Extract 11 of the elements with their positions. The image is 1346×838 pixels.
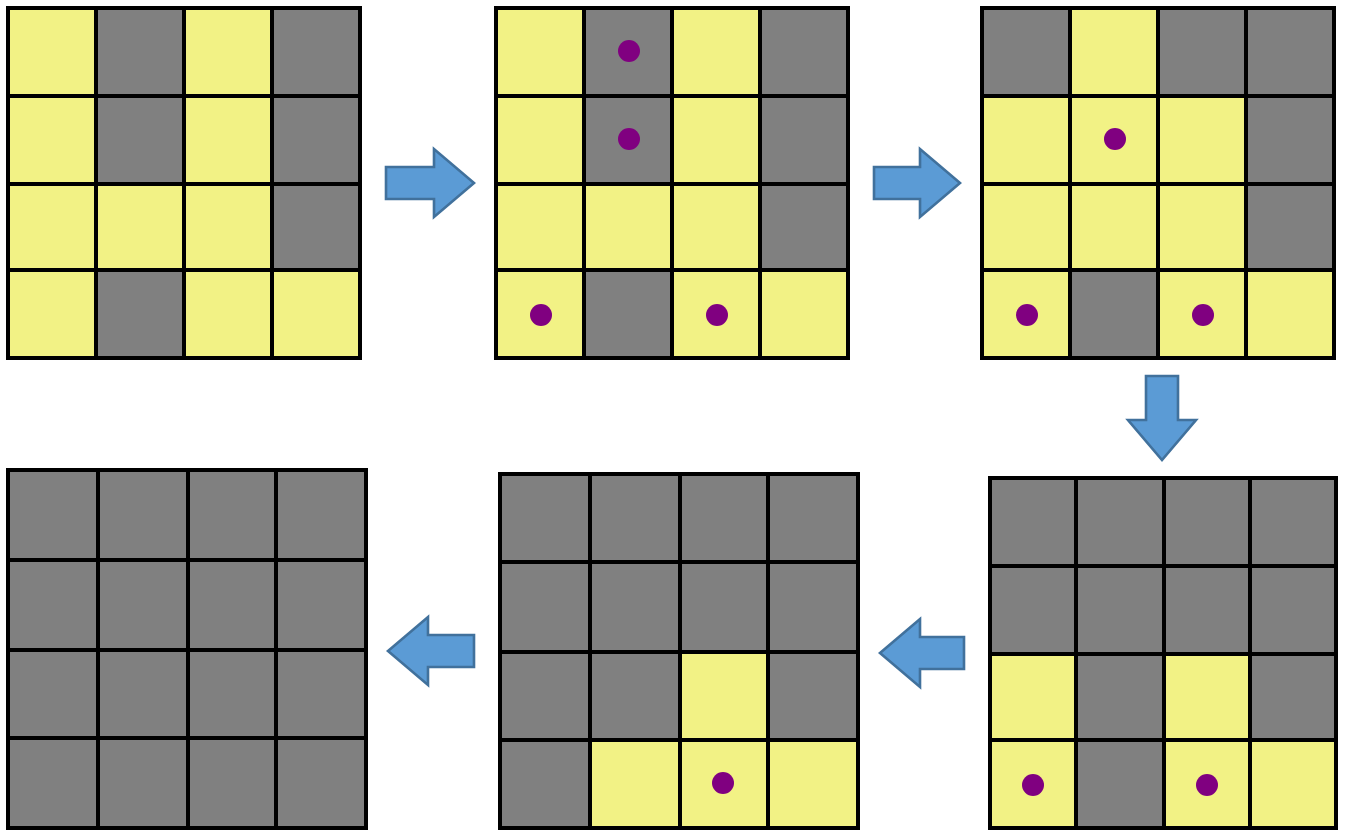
block-arrow xyxy=(386,614,476,688)
grid xyxy=(6,6,362,360)
block-arrow xyxy=(872,146,962,220)
grid xyxy=(980,6,1336,360)
block-arrow xyxy=(1125,374,1199,462)
block-arrow xyxy=(878,616,966,690)
grid xyxy=(6,468,368,830)
grid xyxy=(498,472,860,830)
grid xyxy=(988,476,1338,830)
block-arrow xyxy=(384,146,476,220)
grid xyxy=(494,6,850,360)
